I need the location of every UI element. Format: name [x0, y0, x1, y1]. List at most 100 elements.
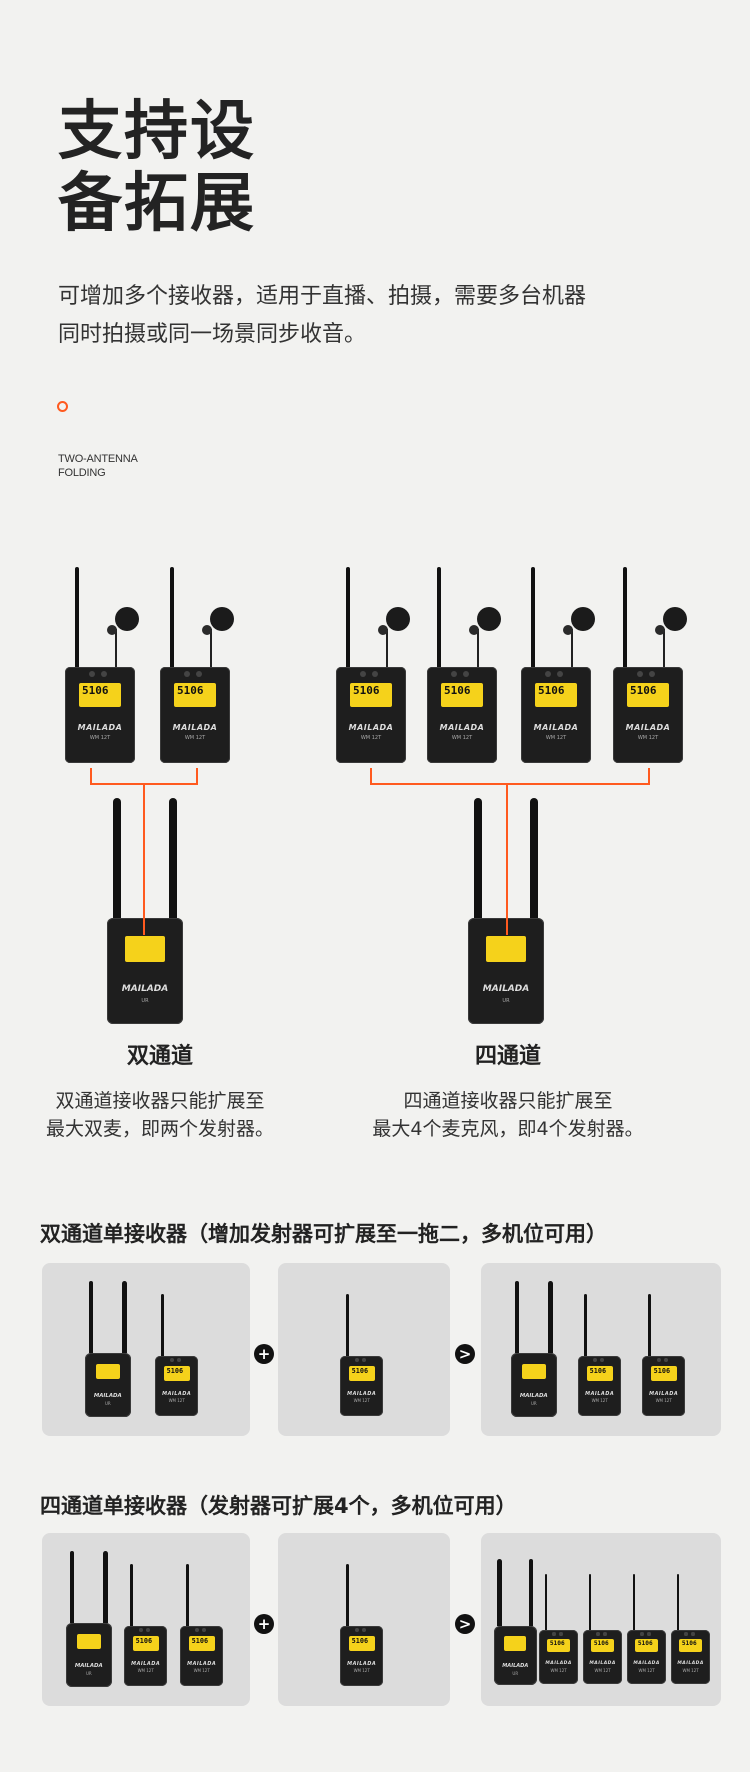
connector-line — [648, 768, 650, 785]
lcd-screen: 5106 — [650, 1365, 677, 1381]
antenna-icon — [531, 567, 535, 667]
knob-icon — [89, 671, 95, 677]
antenna-icon — [346, 567, 350, 667]
antenna-icon — [75, 567, 79, 667]
receiver-body: MAILADA UR — [85, 1353, 131, 1417]
model-label: WM 12T — [637, 735, 659, 741]
brand-label: MAILADA — [545, 1661, 572, 1667]
model-label: WM 12T — [184, 735, 206, 741]
antenna-icon — [88, 1281, 94, 1353]
brand-label: MAILADA — [93, 1392, 122, 1399]
screen-readout: 5106 — [177, 684, 204, 697]
brand-label: MAILADA — [77, 723, 123, 732]
model-label: WM 12T — [168, 1398, 185, 1404]
antenna-icon — [346, 1294, 349, 1356]
antenna-icon — [437, 567, 441, 667]
connector-line — [90, 783, 198, 785]
knob-icon — [196, 671, 202, 677]
knob-icon — [354, 1628, 359, 1633]
title-line-2: 备拓展 — [58, 167, 256, 241]
lcd-screen: 5106 — [546, 1638, 571, 1653]
antenna-icon — [346, 1564, 349, 1626]
circle-icon — [57, 401, 68, 412]
description: 可增加多个接收器，适用于直播、拍摄，需要多台机器 同时拍摄或同一场景同步收音。 — [58, 278, 586, 354]
lcd-screen — [76, 1633, 101, 1650]
lcd-screen: 5106 — [535, 683, 577, 707]
antenna-icon — [514, 1281, 520, 1353]
model-label: WM 12T — [193, 1668, 210, 1674]
knob-icon — [640, 1632, 644, 1636]
knob-icon — [545, 671, 551, 677]
brand-label: MAILADA — [187, 1660, 217, 1667]
lcd-screen: 5106 — [348, 1635, 375, 1651]
dual-desc-line-2: 最大双麦，即两个发射器。 — [45, 1118, 274, 1140]
receiver: MAILADA UR — [85, 1281, 131, 1417]
knob-icon — [637, 671, 643, 677]
arrow-right-icon: > — [455, 1344, 475, 1364]
lcd-screen: 5106 — [678, 1638, 703, 1653]
connector-line — [196, 768, 198, 785]
quad-channel-desc: 四通道接收器只能扩展至 最大4个麦克风，即4个发射器。 — [358, 1087, 658, 1143]
connector-line — [506, 785, 508, 935]
plus-icon: + — [254, 1344, 274, 1364]
brand-label: MAILADA — [482, 984, 530, 994]
model-label: UR — [85, 1671, 92, 1676]
quad-desc-line-2: 最大4个麦克风，即4个发射器。 — [372, 1118, 644, 1140]
brand-label: MAILADA — [585, 1390, 615, 1397]
knob-icon — [169, 1358, 174, 1363]
model-label: WM 12T — [550, 1668, 567, 1674]
lcd-screen: 5106 — [441, 683, 483, 707]
knob-icon — [146, 1628, 151, 1633]
dual-channel-desc: 双通道接收器只能扩展至 最大双麦，即两个发射器。 — [20, 1087, 300, 1143]
knob-icon — [451, 671, 457, 677]
connector-line — [370, 783, 650, 785]
screen-readout: 5106 — [351, 1366, 369, 1375]
mic-cable — [386, 629, 388, 667]
lcd-screen: 5106 — [627, 683, 669, 707]
lcd-screen — [521, 1363, 546, 1380]
brand-label: MAILADA — [502, 1662, 529, 1669]
model-label: WM 12T — [353, 1398, 370, 1404]
model-label: UR — [502, 998, 510, 1004]
knob-icon — [592, 1358, 597, 1363]
lcd-screen — [125, 936, 165, 962]
knob-icon — [647, 1632, 651, 1636]
model-label: UR — [104, 1401, 111, 1406]
page-title: 支持设 备拓展 — [58, 96, 256, 240]
knob-icon — [463, 671, 469, 677]
receiver-body: MAILADA UR — [468, 918, 544, 1024]
arrow-right-icon: > — [455, 1614, 475, 1634]
antenna-icon — [69, 1551, 75, 1623]
screen-readout: 5106 — [444, 684, 471, 697]
model-label: WM 12T — [89, 735, 111, 741]
antenna-icon — [113, 798, 121, 918]
antenna-icon — [528, 1558, 534, 1626]
tag-line-1: TWO-ANTENNA — [58, 453, 138, 465]
antenna-icon — [584, 1294, 587, 1356]
connector-line — [90, 768, 92, 785]
microphone-icon — [469, 607, 501, 635]
mic-cable — [663, 629, 665, 667]
tag-line-2: FOLDING — [58, 467, 106, 479]
antenna-icon — [474, 798, 482, 918]
